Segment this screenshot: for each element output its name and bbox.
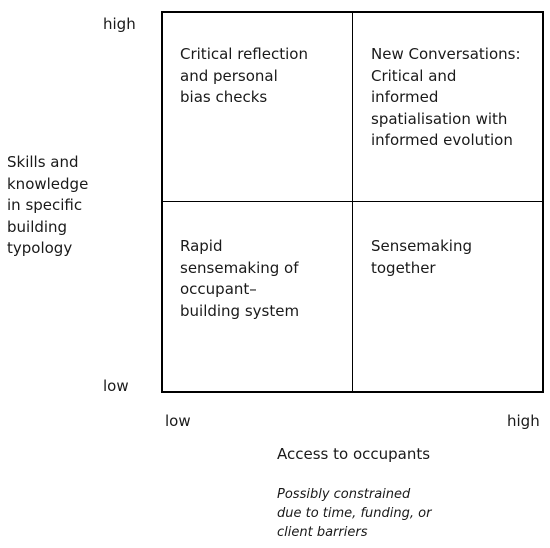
quadrant-bottom-left: Rapid sensemaking of occupant– building … (180, 237, 300, 320)
grid-horizontal-divider (162, 201, 543, 202)
quadrant-bottom-right: Sensemaking together (371, 237, 472, 277)
y-axis-high-label: high (103, 15, 136, 33)
grid-vertical-divider (352, 12, 353, 392)
x-axis-high-label: high (507, 412, 540, 430)
y-axis-low-label: low (103, 377, 129, 395)
x-axis-title: Access to occupants (277, 445, 431, 463)
y-axis-title: Skills and knowledge in specific buildin… (7, 153, 89, 257)
quadrant-top-left: Critical reflection and personal bias ch… (180, 45, 308, 106)
x-axis-low-label: low (165, 412, 191, 430)
x-axis-note: Possibly constrained due to time, fundin… (277, 487, 432, 540)
quadrant-top-right: New Conversations: Critical and informed… (371, 45, 521, 149)
